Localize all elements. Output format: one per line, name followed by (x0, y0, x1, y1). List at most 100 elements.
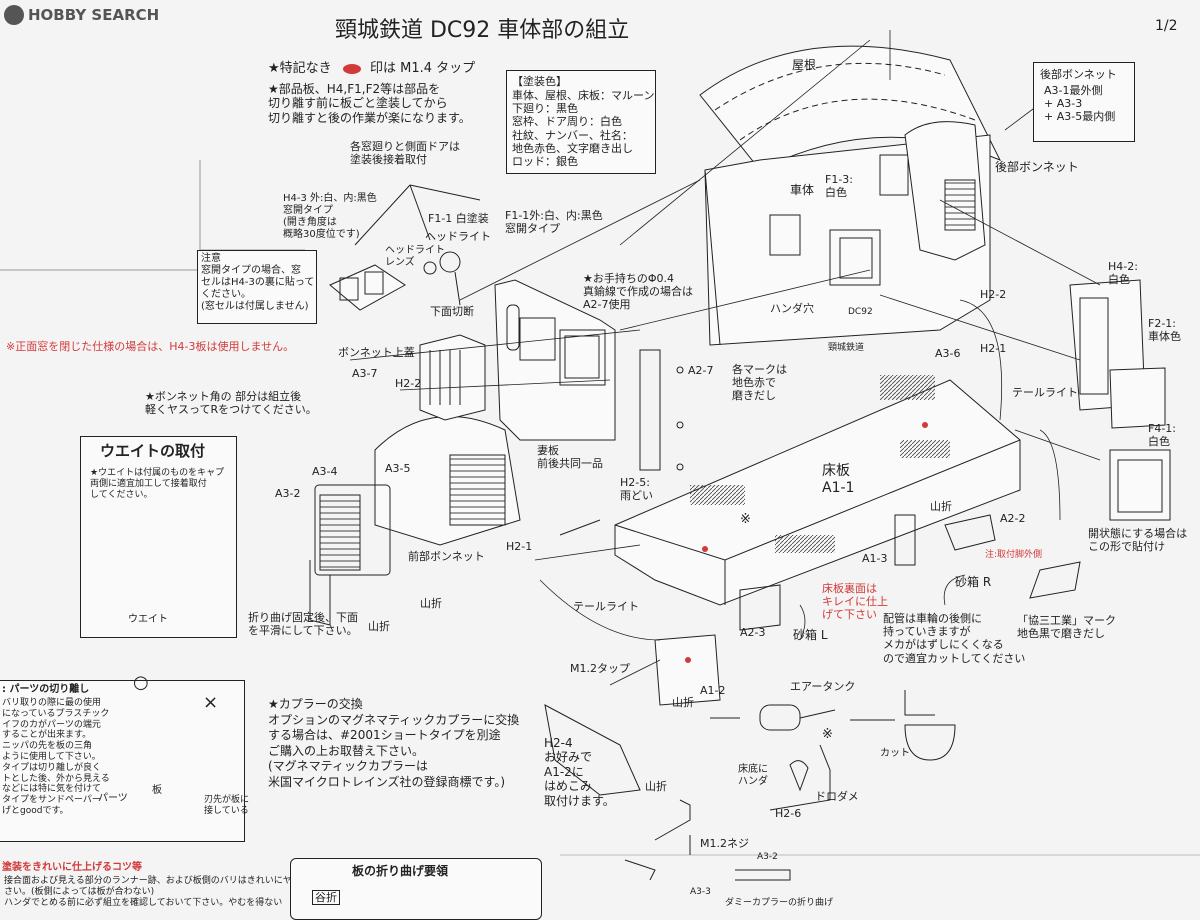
label-h4-3: H4-3 外:白、内:黒色 窓開タイプ (開き角度は 概略30度位です) (283, 193, 377, 240)
label-f1-1-window: F1-1外:白、内:黒色 窓開タイプ (505, 209, 603, 236)
label-f1-1-white: F1-1 白塗装 (428, 212, 489, 225)
label-front-bonnet: 前部ボンネット (408, 550, 485, 563)
label-front-rear-common: 妻板 前後共同一品 (537, 444, 603, 471)
kyozo-note: 「協三工業」マーク 地色黒で磨きだし (1017, 614, 1116, 641)
parts-cut-title: : パーツの切り離し (2, 684, 90, 695)
label-dc92: DC92 (848, 307, 873, 317)
label-f1-3: F1-3: 白色 (825, 173, 853, 200)
label-mountain-fold-4: 山折 (672, 696, 694, 709)
label-rear-bonnet: 後部ボンネット (995, 160, 1079, 174)
label-a3-6: A3-6 (935, 347, 961, 360)
label-h2-1-right: H2-1 (980, 342, 1007, 355)
mark-x: × (203, 692, 219, 713)
blade-label: 刃先が板に 接している (204, 795, 250, 816)
label-tail-light-left: テールライト (573, 600, 639, 613)
label-body: 車体 (790, 183, 815, 197)
label-dummy-coupler: ダミーカプラーの折り曲げ (725, 898, 834, 908)
label-mountain-fold-5: 山折 (645, 780, 667, 793)
paint-colors-heading: 【塗装色】 (512, 75, 567, 88)
weight-box-title: ウエイトの取付 (100, 442, 206, 460)
label-m1-2-screw: M1.2ネジ (700, 837, 749, 850)
valley-fold-label: 谷折 (312, 890, 340, 906)
label-air-tank: エアータンク (790, 680, 856, 693)
parts-cut-box (0, 680, 245, 842)
label-a1-3: A1-3 (862, 552, 888, 565)
mark-o: ○ (133, 672, 149, 693)
paint-colors-box (506, 70, 656, 174)
label-company-name: 頸城鉄道 (828, 343, 865, 353)
paint-colors-list: 車体、屋根、床板：マルーン 下廻り：黒色 窓枠、ドア周り：白色 社紋、ナンバー、… (512, 89, 655, 168)
label-mountain-fold-3: 山折 (930, 500, 952, 513)
coupler-note: ★カプラーの交換 オプションのマグネマティックカプラーに交換 する場合は、#20… (268, 697, 520, 789)
weight-box-note: ★ウエイトは付属のものをキャプ 両側に適宜加工して接着取付 してください。 (90, 468, 225, 500)
logo-text: HOBBY SEARCH (28, 6, 160, 24)
label-sandbox-l: 砂箱 L (793, 628, 828, 642)
label-drain-cock: ドロダメ (815, 790, 859, 803)
label-m1-2-tap: M1.2タップ (570, 662, 630, 675)
label-mountain-fold-2: 山折 (368, 620, 390, 633)
board-label: 板 (152, 785, 162, 796)
label-a3-7: A3-7 (352, 367, 378, 380)
paint-order-note: ★部品板、H4,F1,F2等は部品を 切り離す前に板ごと塗装してから 切り離すと… (268, 82, 471, 125)
bend-smooth-note: 折り曲げ固定後、下面 を平滑にして下さい。 (248, 611, 358, 638)
label-asterisk-1: ※ (740, 512, 751, 527)
tap-note-suffix: 印は M1.4 タップ (370, 61, 476, 76)
attach-outer-note: 注:取付脚外側 (985, 550, 1043, 560)
label-h2-2-left: H2-2 (395, 377, 422, 390)
label-a3-2: A3-2 (275, 487, 301, 500)
label-f2-1: F2-1: 車体色 (1148, 317, 1181, 344)
label-asterisk-2: ※ (822, 727, 833, 742)
warning-box (197, 250, 317, 324)
label-solder-hole: ハンダ穴 (770, 302, 814, 315)
label-headlight-lens: ヘッドライト レンズ (385, 245, 445, 268)
bend-box (290, 858, 542, 920)
label-h2-1-left: H2-1 (506, 540, 533, 553)
logo-icon (4, 5, 24, 25)
label-roof: 屋根 (792, 58, 817, 72)
label-a3-2-small: A3-2 (757, 852, 778, 862)
window-door-note: 各窓廻りと側面ドアは 塗装後接着取付 (350, 140, 460, 167)
label-a1-2: A1-2 (700, 684, 726, 697)
parts-cut-lines: バリ取りの際に最の使用 になっているプラスチック イフのカがパーツの端元 するこ… (2, 698, 110, 816)
weight-label: ウエイト (128, 614, 168, 625)
page-number: 1/2 (1155, 18, 1178, 34)
piping-note: 配管は車輪の後側に 持っていきますが メカがはずしにくくなる ので適宜カットして… (883, 612, 1026, 665)
bend-box-title: 板の折り曲げ要領 (352, 864, 449, 878)
label-tail-light-right: テールライト (1012, 386, 1078, 399)
front-window-note: ※正面窓を閉じた仕様の場合は、H4-3板は使用しません。 (6, 340, 295, 353)
page-title: 頸城鉄道 DC92 車体部の組立 (335, 18, 630, 43)
label-a2-7: A2-7 (688, 364, 714, 377)
label-a2-3: A2-3 (740, 626, 766, 639)
label-h4-2: H4-2: 白色 (1108, 260, 1138, 287)
finish-box-title: 塗装をきれいに仕上げるコツ等 (2, 862, 142, 873)
rear-bonnet-box (1033, 62, 1135, 142)
finish-box-lines: 接合面および見える部分のランナー跡、および板側のバリはきれいにヤスって さい。(… (4, 876, 319, 908)
warning-note: 注意 窓開タイプの場合、窓 セルはH4-3の裏に貼って ください。 (窓セルは付… (201, 253, 315, 312)
label-cut: カット (880, 748, 910, 759)
label-mountain-fold-1: 山折 (420, 597, 442, 610)
label-f4-1: F4-1: 白色 (1148, 422, 1176, 449)
label-a2-2: A2-2 (1000, 512, 1026, 525)
label-h2-2-right: H2-2 (980, 288, 1007, 301)
marks-note: 各マークは 地色赤で 磨きだし (732, 363, 787, 403)
tap-note-prefix: ★特記なき (268, 61, 332, 76)
label-bottom-cut: 下面切断 (430, 305, 474, 318)
label-a3-4: A3-4 (312, 465, 338, 478)
parts-label: パーツ (98, 793, 128, 804)
h2-4-note: H2-4 お好みで A1-2に はめこみ 取付けます。 (544, 736, 615, 808)
label-headlight: ヘッドライト (425, 230, 491, 243)
label-bonnet-top-cover: ボンネット上蓋 (338, 346, 415, 359)
rear-bonnet-box-title: 後部ボンネット (1040, 68, 1117, 81)
open-state-note: 開状態にする場合は この形で貼付け (1088, 527, 1188, 554)
label-h2-5: H2-5: 雨どい (620, 476, 653, 503)
label-solder-to-floor: 床底に ハンダ (738, 764, 768, 787)
wire-note: ★お手持ちのΦ0.4 真鍮線で作成の場合は A2-7使用 (583, 272, 693, 312)
bonnet-corner-note: ★ボンネット角の 部分は組立後 軽くヤスってRをつけてください。 (145, 390, 317, 417)
label-a3-3-small: A3-3 (690, 887, 711, 897)
weight-box (80, 436, 237, 638)
label-h2-6: H2-6 (775, 807, 802, 820)
floor-underside-note: 床板裏面は キレイに仕上 げて下さい (822, 582, 888, 622)
label-a3-5: A3-5 (385, 462, 411, 475)
rear-bonnet-box-lines: A3-1最外側 + A3-3 + A3-5最内側 (1044, 84, 1116, 124)
label-sandbox-r: 砂箱 R (955, 575, 992, 589)
